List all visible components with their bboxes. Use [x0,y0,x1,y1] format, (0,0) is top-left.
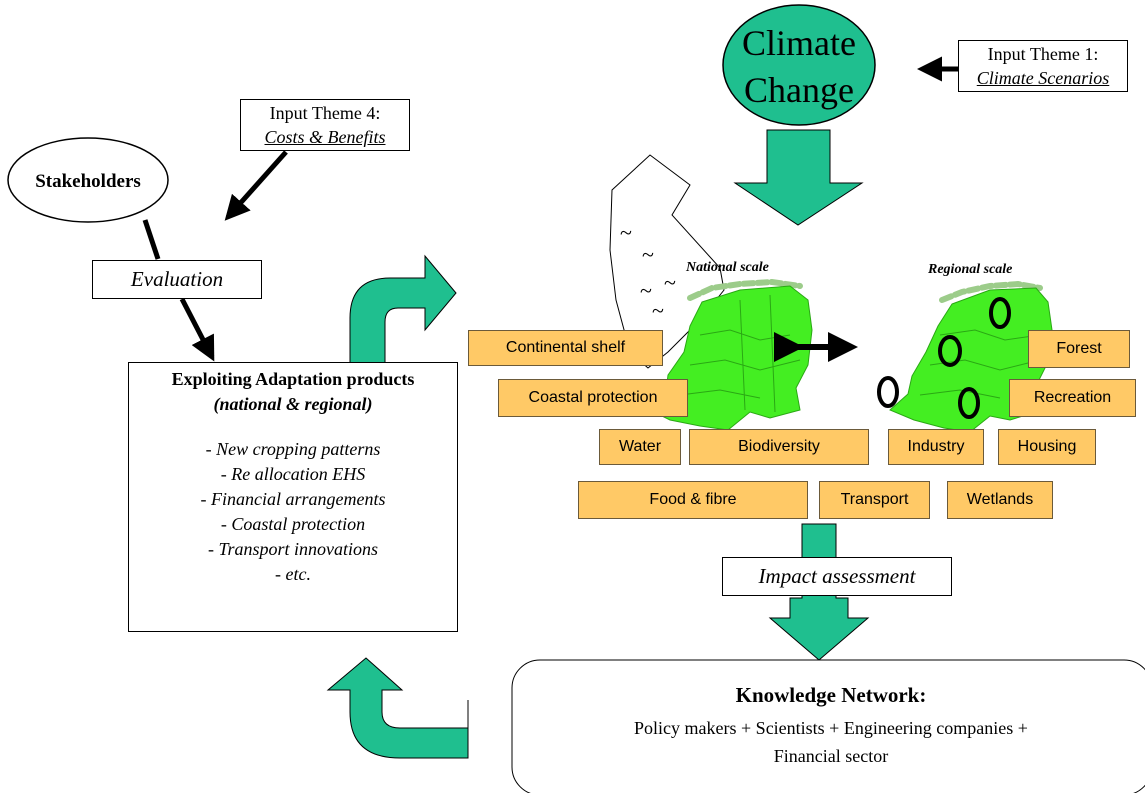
wave-icon: ~ [664,270,676,295]
wave-icon: ~ [652,298,664,323]
knowledge-network-box [511,659,1145,793]
teal-curved-arrow-up-right [349,254,457,366]
input-theme4-heading: Input Theme 4: [269,103,381,123]
wadden-islands [939,280,1043,303]
region-highlight-ring [989,297,1011,329]
impact-assessment-label: Impact assessment [758,564,916,588]
sea-waves: ~ ~ ~ ~ ~ [620,220,676,323]
adaptation-products-box: Exploiting Adaptation products (national… [128,362,458,632]
impact-assessment-box: Impact assessment [722,557,952,596]
sector-continental-shelf: Continental shelf [468,330,663,366]
wave-icon: ~ [640,278,652,303]
adaptation-item: - Financial arrangements [200,489,386,509]
input-theme1-topic: Climate Scenarios [976,68,1110,88]
sector-biodiversity: Biodiversity [689,429,869,465]
arrow-evaluation-to-adaptation [179,297,215,362]
evaluation-label: Evaluation [130,267,224,291]
knowledge-network-title: Knowledge Network: [736,683,927,707]
wave-icon: ~ [642,242,654,267]
wadden-islands [687,278,803,301]
sector-wetlands: Wetlands [947,481,1053,519]
sector-recreation: Recreation [1009,379,1136,417]
adaptation-item: - Re allocation EHS [220,464,366,484]
climate-change-label-line2: Change [744,70,854,110]
arrow-input-theme4-to-evaluation [224,150,288,221]
regional-scale-label: Regional scale [928,262,1013,277]
wave-icon: ~ [620,220,632,245]
adaptation-subtitle: (national & regional) [213,394,373,414]
climate-change-label-line1: Climate [742,23,856,63]
sector-food-fibre: Food & fibre [578,481,808,519]
region-highlight-ring [938,335,962,367]
sector-coastal-protection: Coastal protection [498,379,688,417]
sector-housing: Housing [998,429,1096,465]
input-theme4-box: Input Theme 4: Costs & Benefits [240,99,410,151]
input-theme1-box: Input Theme 1: Climate Scenarios [958,40,1128,92]
sector-water: Water [599,429,681,465]
stakeholders-ellipse [7,137,169,223]
climate-change-ellipse [722,4,876,126]
national-scale-label: National scale [686,260,769,275]
region-highlight-ring [877,376,899,408]
sector-transport: Transport [819,481,930,519]
sector-forest: Forest [1028,330,1130,368]
input-theme4-topic: Costs & Benefits [264,127,386,147]
connector-stakeholders-evaluation [142,219,161,260]
adaptation-title: Exploiting Adaptation products [171,369,415,389]
knowledge-network-line1: Policy makers + Scientists + Engineering… [634,718,1028,738]
teal-curved-arrow-up-left [326,657,469,759]
adaptation-item: - Transport innovations [207,539,379,559]
adaptation-item: - Coastal protection [220,514,366,534]
stakeholders-label: Stakeholders [35,171,141,192]
adaptation-item: - etc. [275,564,311,584]
teal-down-arrow-climate [733,129,864,226]
sector-industry: Industry [888,429,984,465]
evaluation-box: Evaluation [92,260,262,299]
adaptation-item: - New cropping patterns [205,439,381,459]
region-highlight-ring [958,387,980,419]
input-theme1-heading: Input Theme 1: [987,44,1099,64]
knowledge-network-line2: Financial sector [774,746,888,766]
